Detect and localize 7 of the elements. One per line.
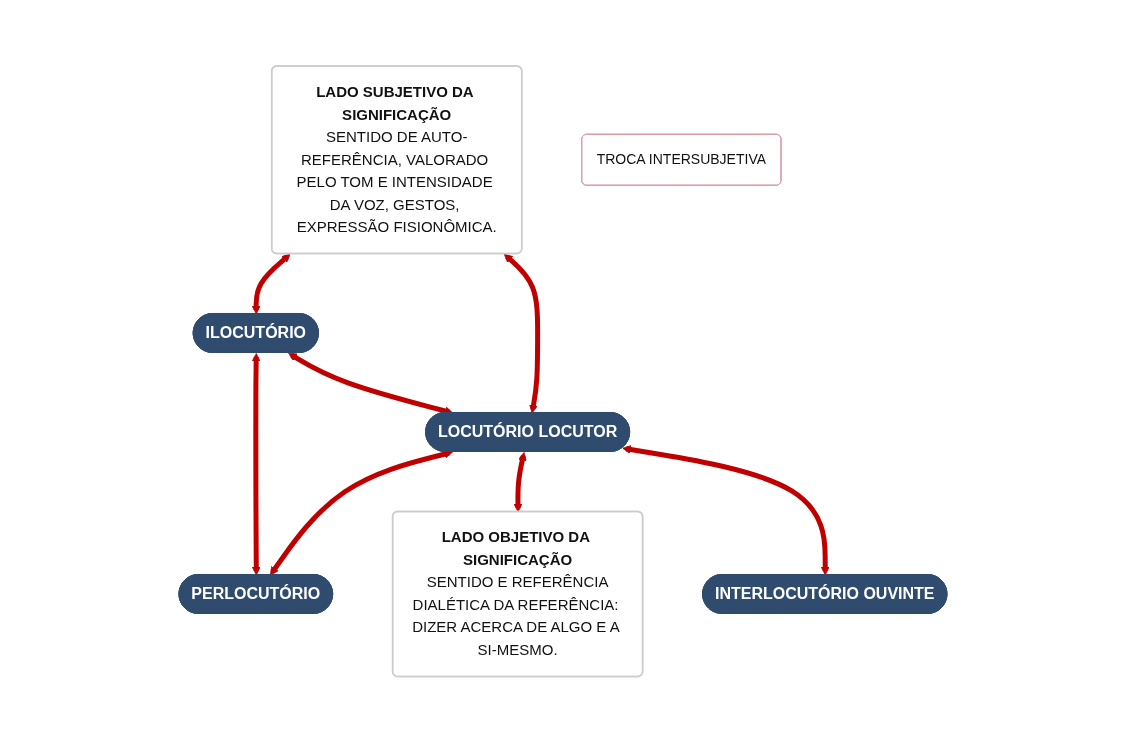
arrow xyxy=(622,444,830,576)
arrow xyxy=(251,352,261,576)
arrow xyxy=(251,253,291,315)
arrow xyxy=(503,253,541,414)
arrow xyxy=(513,451,527,513)
arrow xyxy=(288,352,454,415)
arrow xyxy=(270,449,453,576)
